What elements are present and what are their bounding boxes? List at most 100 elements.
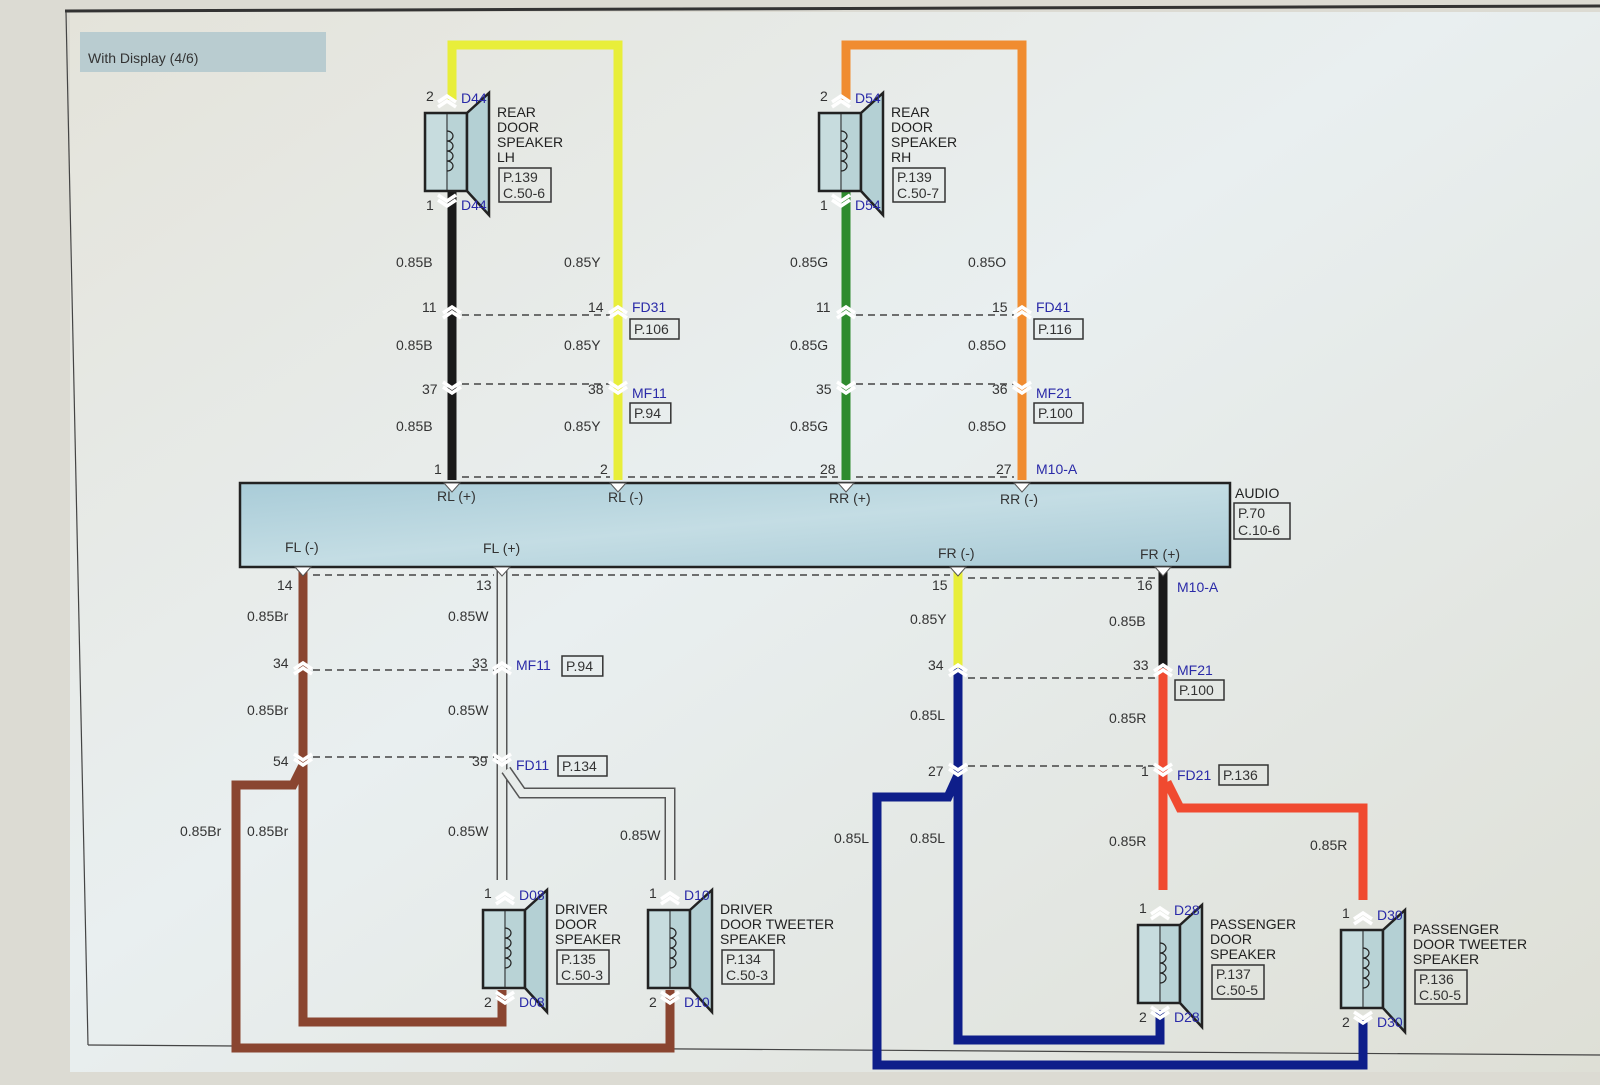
connector-chevron xyxy=(608,385,628,396)
mf21f-ref-text[interactable]: P.100 xyxy=(1179,682,1214,698)
speaker-name-line: DOOR xyxy=(555,916,597,932)
wire-label: 0.85Y xyxy=(910,611,947,627)
mf11f-ref-box xyxy=(561,655,604,677)
mf21r-ref-box xyxy=(1033,402,1084,424)
connector-m10a-bottom[interactable]: M10-A xyxy=(1177,579,1219,595)
speaker-coil-icon xyxy=(504,927,512,969)
mf21r-ref-text[interactable]: P.100 xyxy=(1038,405,1073,421)
speaker-pin-bottom: 1 xyxy=(820,197,828,213)
connector-chevron xyxy=(831,93,851,104)
connector-m10a-top[interactable]: M10-A xyxy=(1036,461,1078,477)
speaker-connector-top[interactable]: D08 xyxy=(519,887,545,903)
speaker-ref-page[interactable]: P.139 xyxy=(897,169,932,185)
speaker-ref-conn[interactable]: C.50-6 xyxy=(503,185,545,201)
speaker-ref-conn[interactable]: C.50-5 xyxy=(1216,982,1258,998)
speaker-ref-page[interactable]: P.137 xyxy=(1216,966,1251,982)
connector-mf11-front[interactable]: MF11 xyxy=(516,657,551,673)
connector-fd11[interactable]: FD11 xyxy=(516,757,549,773)
fd21-ref-text[interactable]: P.136 xyxy=(1223,767,1258,783)
wire-label: 0.85B xyxy=(1109,613,1146,629)
speaker-ref-conn[interactable]: C.50-3 xyxy=(726,967,768,983)
connector-chevron xyxy=(492,660,512,671)
connector-mf21-rear[interactable]: MF21 xyxy=(1036,385,1072,401)
wire-fr-plus-red-tweeter[interactable] xyxy=(1162,779,1368,900)
inline-connector-icon xyxy=(608,304,628,320)
pin-label-rr-plus: RR (+) xyxy=(829,490,871,506)
connector-chevron xyxy=(495,990,515,1001)
speaker-connector-bottom[interactable]: D10 xyxy=(684,994,710,1010)
mf11f-ref-text[interactable]: P.94 xyxy=(566,658,593,674)
connector-chevron xyxy=(492,757,512,768)
wire-rr-minus-orange[interactable] xyxy=(841,40,1027,480)
speaker-connector-top[interactable]: D44 xyxy=(461,90,487,106)
connector-fd21[interactable]: FD21 xyxy=(1177,767,1211,783)
speaker-connector-bottom[interactable]: D28 xyxy=(1174,1009,1200,1025)
speaker-connector-bottom[interactable]: D54 xyxy=(855,197,881,213)
connector-chevron xyxy=(293,660,313,671)
speaker-name-line: SPEAKER xyxy=(1210,946,1276,962)
speaker-ref-conn[interactable]: C.50-7 xyxy=(897,185,939,201)
speaker-magnet-inner xyxy=(485,912,504,986)
speaker-connector-bottom[interactable]: D44 xyxy=(461,197,487,213)
audio-unit-ref-page[interactable]: P.70 xyxy=(1238,505,1265,521)
fd31-ref-text[interactable]: P.106 xyxy=(634,321,669,337)
inline-connector-icon xyxy=(492,752,512,768)
connector-fd41[interactable]: FD41 xyxy=(1036,299,1070,315)
wire-fl-plus-white-tweeter[interactable] xyxy=(502,767,674,880)
speaker-ref-page[interactable]: P.136 xyxy=(1419,971,1454,987)
connector-fd31[interactable]: FD31 xyxy=(632,299,666,315)
connector-chevron xyxy=(293,665,313,676)
mf11r-ref-text[interactable]: P.94 xyxy=(634,405,661,421)
speaker-connector-top[interactable]: D54 xyxy=(855,90,881,106)
speaker-name-line: DOOR xyxy=(497,119,539,135)
audio-top-pin-notch xyxy=(442,482,462,493)
connector-chevron xyxy=(1150,905,1170,916)
inline-connector-icon xyxy=(608,380,628,396)
speaker-connector-bottom[interactable]: D30 xyxy=(1377,1014,1403,1030)
speaker-coil-icon xyxy=(446,130,454,172)
audio-bottom-pin-number: 16 xyxy=(1137,577,1153,593)
speaker-pin-top: 1 xyxy=(1139,900,1147,916)
speaker-cone-icon xyxy=(859,90,885,219)
speaker-ref-page[interactable]: P.139 xyxy=(503,169,538,185)
wire-rl-minus-yellow[interactable] xyxy=(447,40,623,480)
connector-chevron xyxy=(1353,1015,1373,1026)
speaker-ref-page[interactable]: P.135 xyxy=(561,951,596,967)
wire-fr-minus-blue[interactable] xyxy=(953,668,1165,1045)
fd11-ref-text[interactable]: P.134 xyxy=(562,758,597,774)
speaker-connector-top[interactable]: D30 xyxy=(1377,907,1403,923)
speaker-bottom-connector-icon xyxy=(831,193,851,209)
speaker-bottom-connector-icon xyxy=(1353,1010,1373,1026)
fd41-ref-text[interactable]: P.116 xyxy=(1038,321,1072,337)
speaker-connector-bottom[interactable]: D08 xyxy=(519,994,545,1010)
wire-label: 0.85Br xyxy=(180,823,222,839)
wire-label: 0.85R xyxy=(1109,833,1146,849)
speaker-connector-top[interactable]: D10 xyxy=(684,887,710,903)
speaker-pin-top: 1 xyxy=(649,885,657,901)
speaker-cone-icon xyxy=(688,887,714,1016)
speaker-name-line: RH xyxy=(891,149,911,165)
audio-unit-ref-box xyxy=(1233,502,1291,540)
speaker-ref-page[interactable]: P.134 xyxy=(726,951,761,967)
audio-unit[interactable]: AUDIO P.70 C.10-6 RL (+) RL (-) RR (+) R… xyxy=(238,481,1291,569)
audio-unit-box[interactable] xyxy=(238,481,1232,569)
connector-mf21-front[interactable]: MF21 xyxy=(1177,662,1213,678)
connector-chevron xyxy=(948,762,968,773)
inline-connector-icon xyxy=(948,662,968,678)
speaker-bottom-connector-icon xyxy=(437,193,457,209)
speaker-connector-top[interactable]: D28 xyxy=(1174,902,1200,918)
speaker-ref-conn[interactable]: C.50-3 xyxy=(561,967,603,983)
speaker-bottom-connector-icon xyxy=(495,990,515,1006)
header-divider xyxy=(64,4,1600,13)
speaker-ref-conn[interactable]: C.50-5 xyxy=(1419,987,1461,1003)
fd11-ref-box xyxy=(557,755,608,777)
audio-unit-ref-conn[interactable]: C.10-6 xyxy=(1238,522,1280,538)
connector-mf11-rear[interactable]: MF11 xyxy=(632,385,667,401)
wire-fl-minus-brown[interactable] xyxy=(298,570,507,1027)
